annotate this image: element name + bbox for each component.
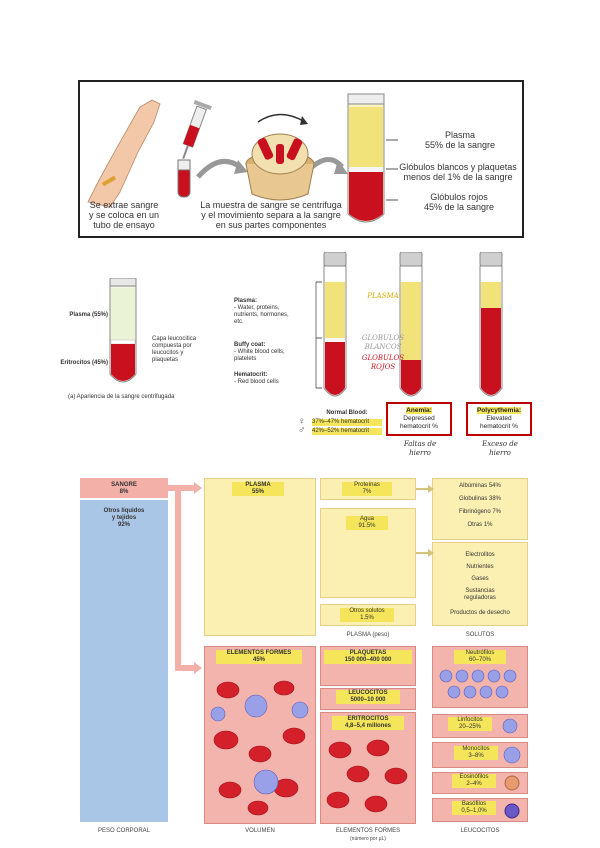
hematocrit-panel: Plasma (55%) Capa leucocitica compuesta …: [60, 250, 538, 465]
fibrinogeno-label: Fibrinógeno 7%: [458, 509, 502, 515]
eritrocitos-label: ERITROCITOS 4,8–5,4 millones: [332, 716, 404, 730]
neutrophils-illustration: [439, 669, 517, 699]
peso-corporal-label: PESO CORPORAL: [97, 828, 150, 834]
leucocitos-count-label: LEUCOCITOS 5000–10 000: [336, 690, 400, 704]
arrow-icon: [196, 158, 242, 179]
polycythemia-tube: [479, 252, 503, 397]
centrifuge-illustration: [87, 93, 398, 223]
plaquetas-label: PLAQUETAS 150 000–400 000: [324, 650, 412, 664]
anemia-tube: [399, 252, 423, 397]
otros-liquidos-label: Otros líquidos y tejidos 92%: [103, 508, 145, 528]
basofilos-label: Basófilos 0,5–1,0%: [452, 801, 496, 815]
legend-plasma: Plasma:- Water, proteins, nutrients, hor…: [234, 298, 289, 325]
monocyte-icon: [503, 746, 521, 764]
volumen-label: VOLUMEN: [245, 828, 275, 834]
plasma-connectors: [416, 485, 434, 557]
syringe-icon: [182, 100, 212, 159]
proteinas-detail-cell: [432, 478, 528, 540]
numero-por-ul: (número por μL): [350, 836, 386, 842]
plasma-peso-label: PLASMA (peso): [346, 632, 390, 638]
step-2-caption: La muestra de sangre se centrifuga y el …: [200, 200, 342, 230]
polycythemia-box: Polycythemia: Elevated hematocrit %: [466, 402, 532, 436]
erythrocytes-illustration: [326, 739, 408, 813]
test-tube-icon: [177, 159, 191, 198]
male-symbol: ♂: [298, 425, 306, 436]
plasma-block: [204, 478, 316, 636]
elementos-formes-label: ELEMENTOS FORMES 45%: [216, 650, 302, 664]
leucocitos-footer: LEUCOCITOS: [460, 828, 500, 834]
basophil-icon: [504, 803, 520, 819]
anemia-box: Anemia: Depressed hematocrit %: [386, 402, 452, 436]
hematocrit-tubes: [315, 252, 503, 397]
rbc-label: Glóbulos rojos 45% de la sangre: [423, 192, 495, 212]
nutrientes-label: Nutrientes: [466, 564, 494, 570]
productos-label: Productos de desecho: [450, 610, 510, 616]
otros-solutos-label: Otros solutos 1.5%: [340, 608, 394, 622]
connector-arrows: [168, 482, 202, 674]
normal-blood-tube: [315, 252, 347, 397]
legend-hematocrit: Hematocrit:- Red blood cells: [234, 372, 279, 385]
albuminas-label: Albúminas 54%: [459, 483, 501, 489]
monocitos-label: Monocitos 3–8%: [454, 746, 498, 760]
male-hematocrit: 42%–52% hematocrit: [312, 428, 382, 435]
sangre-cell: [80, 478, 168, 498]
centrifuge-icon: [245, 113, 315, 201]
legend-buffy: Buffy coat:- White blood cells, platelet…: [234, 342, 285, 362]
agua-label: Agua 91.5%: [346, 516, 388, 530]
sustancias-label: Sustancias reguladoras: [464, 588, 496, 601]
left-tube-caption: (a) Apariencia de la sangre centrifugada: [68, 394, 175, 400]
plasma-55-block-label: PLASMA 55%: [232, 482, 284, 496]
female-symbol: ♀: [298, 416, 306, 427]
plasma-55-label: Plasma (55%): [69, 312, 108, 318]
eosinophil-icon: [504, 775, 520, 791]
eosinofilos-label: Eosinófilos 2–4%: [452, 774, 496, 788]
solutos-detail-cell: [432, 542, 528, 626]
handwritten-buffy: GLOBULOS BLANCOS: [361, 334, 405, 351]
arm-icon: [87, 99, 161, 208]
solutos-label: SOLUTOS: [465, 632, 495, 638]
centrifuged-tube-icon: [109, 278, 137, 383]
handwritten-plasma: PLASMA: [367, 292, 399, 300]
anemia-title: Anemia:: [406, 407, 432, 414]
linfocitos-label: Linfocitos 20–25%: [448, 717, 492, 731]
separated-tube-icon: [347, 93, 385, 223]
proteinas-label: Proteínas 7%: [342, 482, 392, 496]
otros-liquidos-cell: [80, 500, 168, 822]
neutrofilos-label: Neutrófilos 60–70%: [454, 650, 506, 664]
handwritten-rbc: GLOBULOS ROJOS: [361, 354, 405, 371]
polycythemia-text: Elevated hematocrit %: [480, 415, 518, 430]
polycythemia-title: Polycythemia:: [476, 407, 522, 414]
buffy-label: Glóbulos blancos y plaquetas menos del 1…: [399, 162, 517, 182]
normal-blood-title: Normal Blood:: [326, 410, 368, 416]
blood-cells-illustration: [210, 680, 309, 816]
plasma-label: Plasma 55% de la sangre: [424, 130, 496, 150]
step-1-caption: Se extrae sangre y se coloca en un tubo …: [88, 200, 160, 230]
handwritten-poly-note: Exceso de hierro: [482, 440, 518, 457]
buffy-layer-label: Capa leucocitica compuesta por leucocito…: [152, 336, 197, 363]
lymphocyte-icon: [502, 718, 518, 734]
female-hematocrit: 37%–47% hematocrit: [312, 419, 382, 426]
blood-composition-panel: SANGRE 8% Otros líquidos y tejidos 92% P…: [80, 478, 528, 848]
globulinas-label: Globulinas 38%: [458, 496, 502, 502]
electrolitos-label: Electrolitos: [465, 552, 495, 558]
eritrocitos-label: Eritrocitos (45%): [60, 360, 108, 366]
gases-label: Gases: [471, 576, 489, 582]
elementos-formes-footer: ELEMENTOS FORMES: [335, 828, 401, 834]
handwritten-anemia-note: Faltas de hierro: [403, 440, 437, 457]
anemia-text: Depressed hematocrit %: [400, 415, 438, 430]
centrifuge-panel: Plasma 55% de la sangre Glóbulos blancos…: [78, 80, 524, 238]
sangre-label: SANGRE 8%: [111, 482, 137, 495]
otras-label: Otras 1%: [467, 522, 493, 528]
